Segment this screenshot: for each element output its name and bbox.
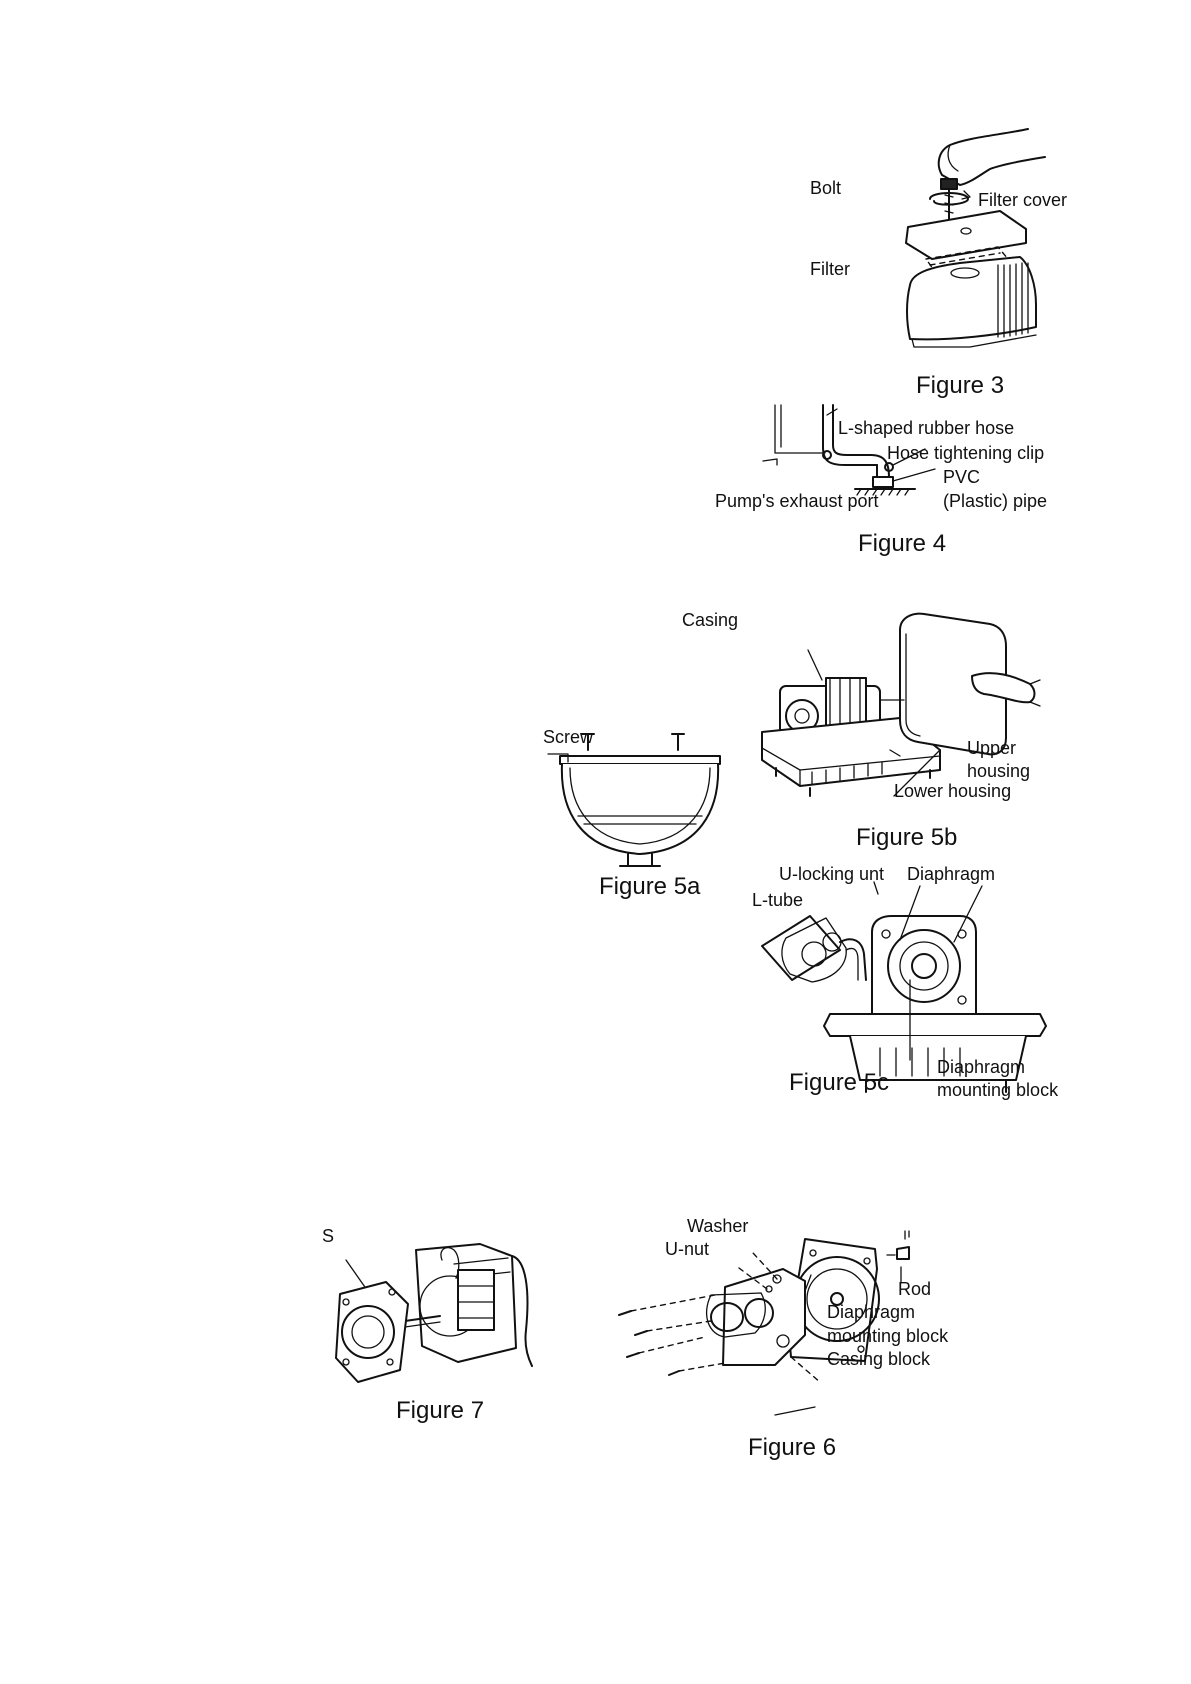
filter-label: Filter (810, 259, 850, 279)
figure-7-caption: Figure 7 (396, 1397, 485, 1424)
lower-housing-label: Lower housing (894, 781, 1012, 801)
diaphragm-label: Diaphragm (907, 864, 996, 884)
figure-4-illustration (762, 404, 936, 496)
u-nut-label: U-nut (665, 1239, 710, 1259)
figure-5c: U-locking unt Diaphragm L-tube Diaphragm… (752, 864, 1100, 1130)
figure-4-caption: Figure 4 (858, 530, 947, 557)
diaphragm-mounting-label-2: mounting block (827, 1326, 949, 1346)
figure-5b: Casing Upper housing Lower housing Figur… (682, 600, 1041, 851)
figure-7: S Figure 7 (322, 1226, 580, 1430)
figure-4: L-shaped rubber hose Hose tightening cli… (715, 404, 1115, 557)
pvc-label: PVC (943, 467, 981, 487)
figure-3-illustration (905, 128, 1046, 348)
washer-label: Washer (687, 1216, 749, 1236)
s-label: S (322, 1226, 335, 1246)
figure-6: Washer U-nut Rod Diaphragm mounting bloc… (618, 1216, 995, 1461)
figure-3: Bolt Filter cover Filter Figure 3 (810, 125, 1110, 400)
exhaust-port-label: Pump's exhaust port (715, 491, 879, 511)
screw-label: Screw (543, 727, 594, 747)
u-locking-label: U-locking unt (779, 864, 885, 884)
figure-7-illustration (335, 1243, 533, 1383)
casing-label: Casing (682, 610, 739, 630)
figure-6-caption: Figure 6 (748, 1434, 837, 1461)
figure-3-caption: Figure 3 (916, 372, 1005, 399)
pipe-label: (Plastic) pipe (943, 491, 1048, 511)
mounting-block-label-1: Diaphragm (937, 1057, 1026, 1077)
figure-5b-caption: Figure 5b (856, 824, 958, 851)
hose-label: L-shaped rubber hose (838, 418, 1015, 438)
figure-5c-caption: Figure 5c (789, 1069, 890, 1096)
upper-housing-label-2: housing (967, 761, 1031, 781)
mounting-block-label-2: mounting block (937, 1080, 1059, 1100)
figure-6-illustration (618, 1230, 910, 1416)
upper-housing-label-1: Upper (967, 738, 1017, 758)
figure-5c-illustration (761, 881, 1047, 1093)
clip-label: Hose tightening clip (887, 443, 1045, 463)
diaphragm-mounting-label-1: Diaphragm (827, 1302, 916, 1322)
rod-label: Rod (898, 1279, 932, 1299)
figure-5a: Screw Figure 5a (540, 720, 740, 900)
casing-block-label: Casing block (827, 1349, 931, 1369)
figure-5a-illustration (547, 733, 721, 867)
figure-5b-illustration (761, 612, 1041, 797)
bolt-label: Bolt (810, 178, 842, 198)
figure-5a-caption: Figure 5a (599, 873, 701, 900)
filter-cover-label: Filter cover (978, 190, 1068, 210)
l-tube-label: L-tube (752, 890, 804, 910)
